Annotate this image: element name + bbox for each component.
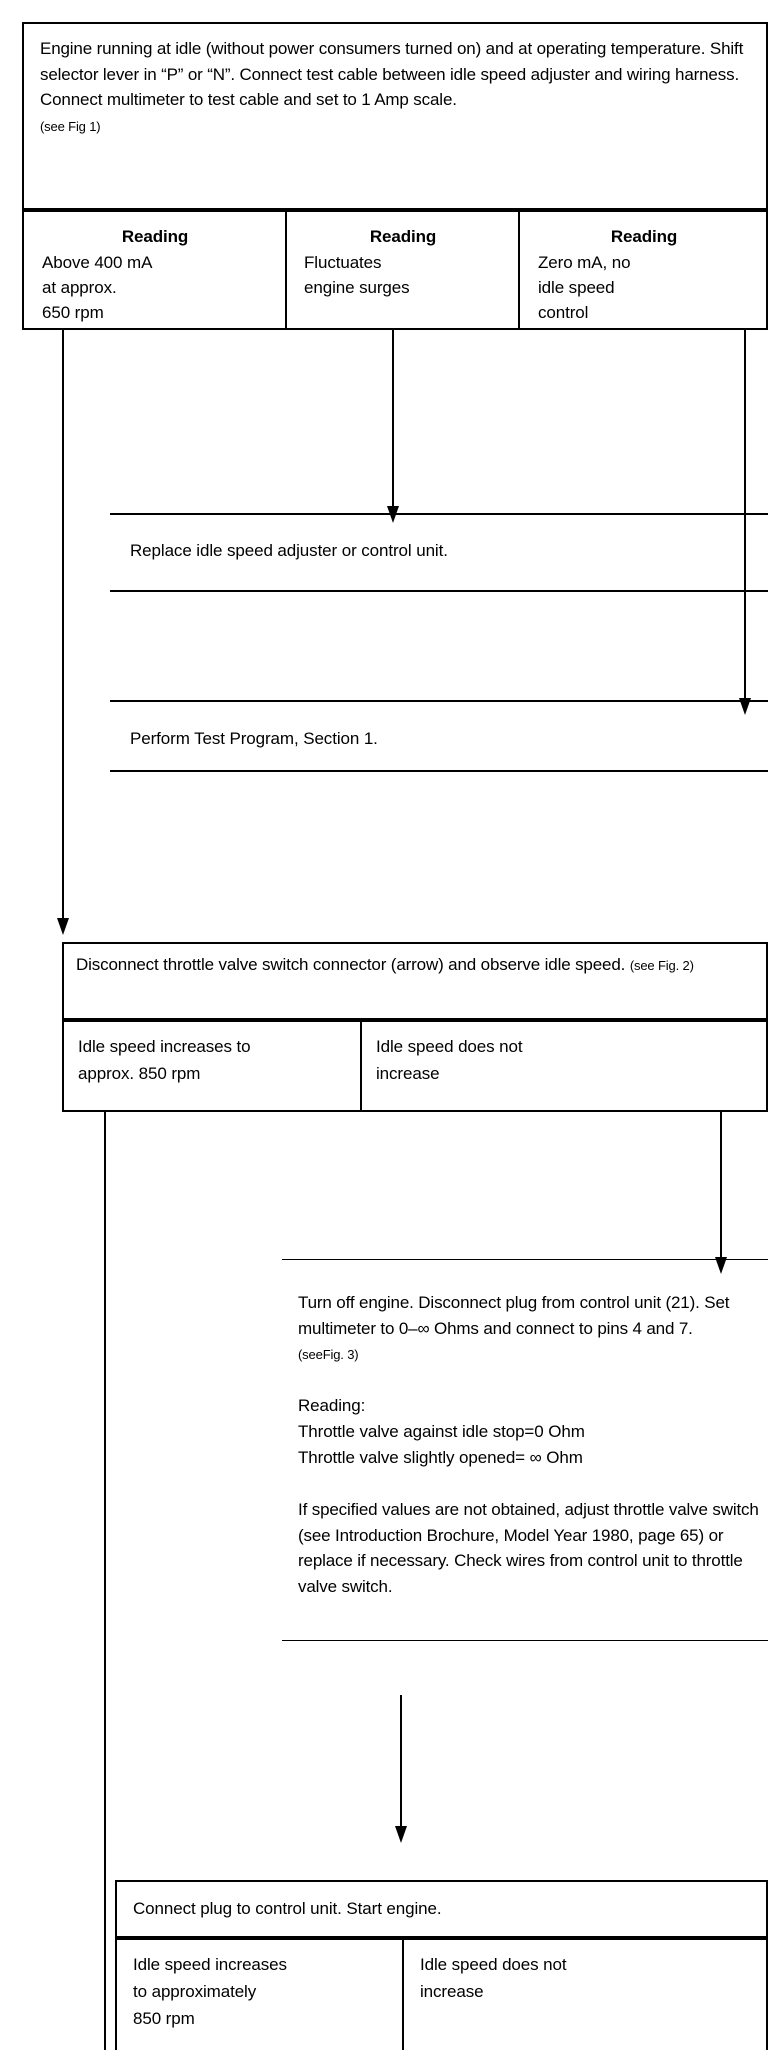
step1-result-1-line2: at approx. bbox=[42, 278, 117, 297]
step2-result-1-line1: Idle speed increases to bbox=[78, 1037, 251, 1056]
step2-results-divider bbox=[360, 1022, 362, 1110]
step3-paragraph-1: Turn off engine. Disconnect plug from co… bbox=[298, 1290, 764, 1368]
step2-instruction-box bbox=[62, 942, 768, 1020]
step1-results-divider-2 bbox=[518, 212, 520, 328]
step3-reading-line-2: Throttle valve slightly opened= ∞ Ohm bbox=[298, 1448, 583, 1467]
step1-results-divider-1 bbox=[285, 212, 287, 328]
step1-result-2-line1: Fluctuates bbox=[304, 253, 382, 272]
step1-result-1-line3: 650 rpm bbox=[42, 303, 104, 322]
step3-figure-note: (seeFig. 3) bbox=[298, 1347, 359, 1362]
test-program-band-bottom-rule bbox=[110, 770, 768, 772]
step2-instruction-body: Disconnect throttle valve switch connect… bbox=[76, 955, 626, 974]
test-program-action-text: Perform Test Program, Section 1. bbox=[130, 729, 378, 748]
step4-results-box bbox=[115, 1938, 768, 2050]
step2-results-box bbox=[62, 1020, 768, 1112]
replace-band-bottom-rule bbox=[110, 590, 768, 592]
step4-instruction-box bbox=[115, 1880, 768, 1938]
step1-result-3-line2: idle speed bbox=[538, 278, 615, 297]
step3-paragraph1-body: Turn off engine. Disconnect plug from co… bbox=[298, 1293, 730, 1338]
replace-action-text: Replace idle speed adjuster or control u… bbox=[130, 541, 448, 560]
step1-result-3-line3: control bbox=[538, 303, 589, 322]
replace-band-top-rule bbox=[110, 513, 768, 515]
step4-result-1-line2: to approximately bbox=[133, 1982, 257, 2001]
step1-result-1-heading: Reading bbox=[121, 227, 189, 246]
step1-instruction-body: Engine running at idle (without power co… bbox=[40, 39, 744, 109]
step1-result-3-line1: Zero mA, no bbox=[538, 253, 631, 272]
step4-result-1-line3: 850 rpm bbox=[133, 2009, 195, 2028]
step3-reading-line-1: Throttle valve against idle stop=0 Ohm bbox=[298, 1422, 585, 1441]
step2-column1-spine bbox=[104, 1112, 106, 2050]
step4-result-1-line1: Idle speed increases bbox=[133, 1955, 287, 1974]
step4-results-divider bbox=[402, 1940, 404, 2050]
step3-paragraph2-body: If specified values are not obtained, ad… bbox=[298, 1500, 759, 1596]
step1-figure-note: (see Fig 1) bbox=[40, 118, 101, 134]
step2-result-2-line1: Idle speed does not bbox=[376, 1037, 523, 1056]
step1-instruction-text: Engine running at idle (without power co… bbox=[40, 36, 752, 139]
step4-instruction-text: Connect plug to control unit. Start engi… bbox=[133, 1899, 442, 1918]
step1-result-1-line1: Above 400 mA bbox=[42, 253, 153, 272]
step1-result-2-heading: Reading bbox=[369, 227, 437, 246]
step3-paragraph-2: If specified values are not obtained, ad… bbox=[298, 1497, 764, 1599]
step3-reading-label: Reading: bbox=[298, 1396, 366, 1415]
step1-instruction-box bbox=[22, 22, 768, 210]
step1-result-3-heading: Reading bbox=[610, 227, 678, 246]
step1-results-box bbox=[22, 210, 768, 330]
step2-result-1-line2: approx. 850 rpm bbox=[78, 1064, 201, 1083]
step4-result-2-line2: increase bbox=[420, 1982, 484, 2001]
test-program-band-top-rule bbox=[110, 700, 768, 702]
step2-result-2-line2: increase bbox=[376, 1064, 440, 1083]
step3-band-bottom-rule bbox=[282, 1640, 768, 1641]
step2-figure-note: (see Fig. 2) bbox=[629, 958, 694, 973]
step2-instruction-text: Disconnect throttle valve switch connect… bbox=[76, 952, 758, 979]
step3-band-top-rule bbox=[282, 1259, 768, 1260]
step4-result-2-line1: Idle speed does not bbox=[420, 1955, 567, 1974]
step1-result-2-line2: engine surges bbox=[304, 278, 410, 297]
